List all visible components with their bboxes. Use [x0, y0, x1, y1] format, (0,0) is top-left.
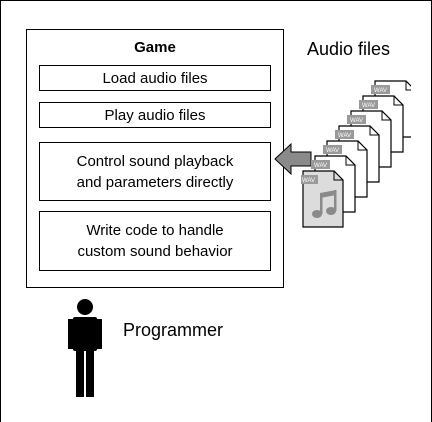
task-text-line: and parameters directly: [76, 173, 234, 191]
audio-file-stack: WAV WAV WAV WAV WAV WAV WAV: [301, 80, 411, 228]
task-text-line: Write code to handle: [86, 222, 224, 239]
task-text: Play audio files: [104, 106, 206, 124]
task-write-code: Write code to handle custom sound behavi…: [39, 211, 271, 271]
wav-tag-label: WAV: [374, 88, 387, 94]
task-text: Load audio files: [102, 69, 208, 87]
file-fold: [405, 81, 411, 91]
person-icon: [68, 299, 102, 397]
wav-tag-label: WAV: [362, 103, 375, 109]
wav-tag: [335, 130, 354, 139]
wav-tag: [301, 175, 318, 184]
wav-tag-label: WAV: [326, 148, 339, 154]
wav-tag: [371, 85, 390, 94]
wav-tag: [311, 160, 330, 169]
file-fold: [381, 111, 391, 121]
task-control-playback: Control sound playback and parameters di…: [39, 142, 271, 201]
audio-files-title: Audio files: [307, 39, 391, 59]
game-panel: Game Load audio files Play audio files C…: [26, 29, 284, 288]
programmer-label: Programmer: [123, 320, 224, 340]
file-fold: [369, 126, 379, 136]
task-text-line: custom sound behavior: [77, 243, 233, 260]
wav-tag-label: WAV: [302, 178, 315, 184]
task-play-audio-files: Play audio files: [39, 102, 271, 128]
music-note-icon: [312, 190, 337, 218]
audio-file-icon: WAV: [301, 170, 344, 228]
wav-tag-label: WAV: [338, 133, 351, 139]
file-fold: [393, 96, 403, 106]
left-arrow-icon: [274, 142, 312, 176]
wav-tag-label: WAV: [350, 118, 363, 124]
wav-tag: [323, 145, 342, 154]
file-fold: [357, 141, 367, 151]
wav-tag: [359, 100, 378, 109]
wav-tag: [347, 115, 366, 124]
wav-tag-label: WAV: [314, 163, 327, 169]
task-load-audio-files: Load audio files: [39, 65, 271, 91]
game-title: Game: [134, 39, 176, 56]
task-text-line: Control sound playback: [76, 152, 234, 170]
file-fold: [333, 171, 343, 181]
file-fold: [345, 156, 355, 166]
